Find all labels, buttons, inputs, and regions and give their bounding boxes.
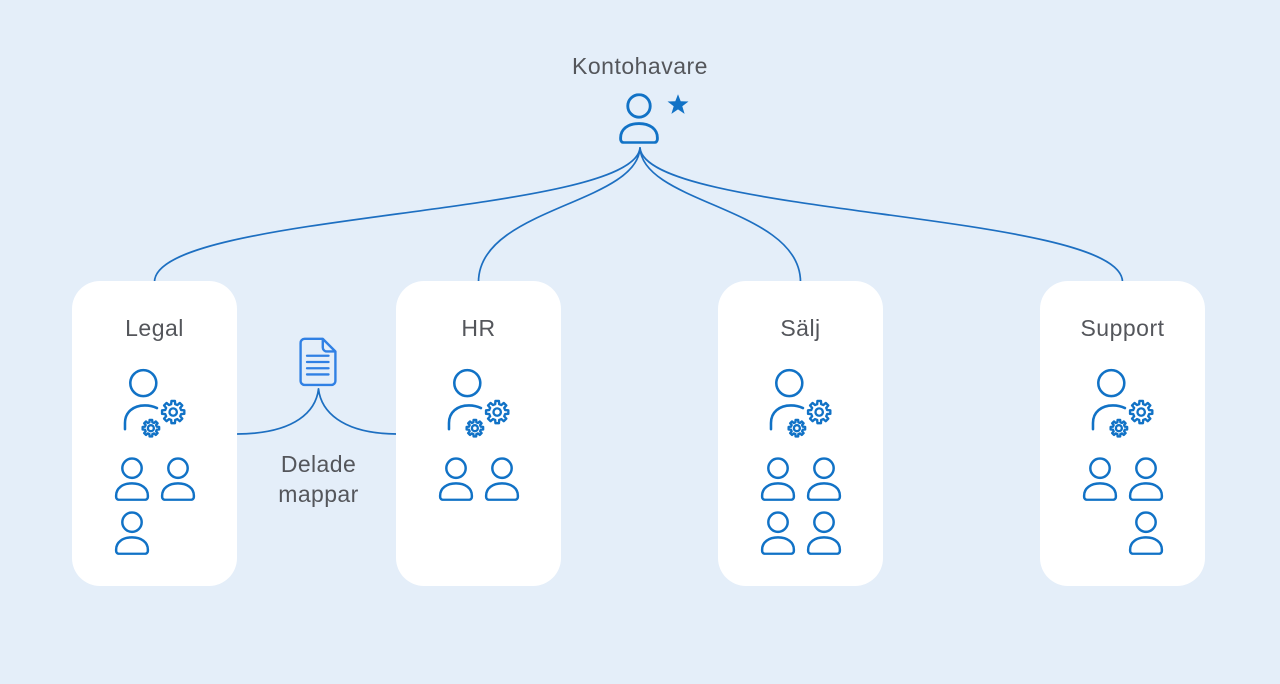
department-title: Legal xyxy=(125,315,184,341)
account-owner-user-icon xyxy=(617,93,661,144)
star-icon xyxy=(666,93,690,117)
connector-shared-to-legal xyxy=(236,388,320,435)
member-icons-group xyxy=(1081,457,1165,555)
admin-user-with-gears-icon xyxy=(1086,367,1166,441)
document-icon xyxy=(296,336,340,388)
root-node: Kontohavare xyxy=(490,53,790,80)
member-user-icon xyxy=(483,457,521,501)
department-card-support: Support xyxy=(1040,281,1205,586)
member-user-icon xyxy=(113,457,151,501)
department-card-hr: HR xyxy=(396,281,561,586)
department-card-legal: Legal xyxy=(72,281,237,586)
member-user-icon xyxy=(1127,511,1165,555)
root-node-label: Kontohavare xyxy=(572,53,708,79)
department-title: Support xyxy=(1080,315,1165,341)
member-icons-group xyxy=(759,457,843,555)
account-owner-icon-group xyxy=(617,93,697,149)
member-user-icon xyxy=(805,457,843,501)
member-user-icon xyxy=(159,457,197,501)
department-title: HR xyxy=(461,315,496,341)
member-icons-group xyxy=(113,457,197,555)
department-card-salj: Sälj xyxy=(718,281,883,586)
department-title: Sälj xyxy=(780,315,821,341)
shared-folders-label: Delade mappar xyxy=(278,451,359,508)
member-user-icon xyxy=(437,457,475,501)
member-user-icon xyxy=(759,457,797,501)
connector-root-to-salj xyxy=(639,147,802,283)
connector-root-to-support xyxy=(639,147,1124,283)
admin-user-with-gears-icon xyxy=(118,367,198,441)
member-user-icon xyxy=(113,511,151,555)
connector-root-to-hr xyxy=(477,147,641,283)
member-user-icon xyxy=(1081,457,1119,501)
admin-user-with-gears-icon xyxy=(442,367,522,441)
connector-root-to-legal xyxy=(153,147,641,283)
member-user-icon xyxy=(759,511,797,555)
member-icons-group xyxy=(437,457,521,501)
admin-user-with-gears-icon xyxy=(764,367,844,441)
member-user-icon xyxy=(1127,457,1165,501)
connector-shared-to-hr xyxy=(317,388,398,435)
member-user-icon xyxy=(805,511,843,555)
